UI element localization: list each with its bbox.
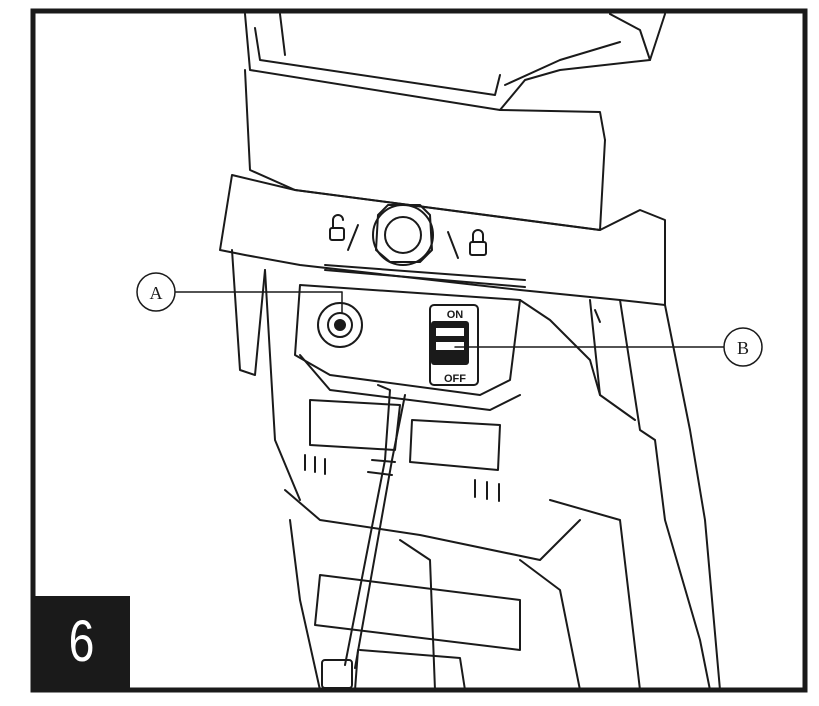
figure-border (30, 8, 808, 693)
socket-icon (317, 302, 363, 348)
power-switch (429, 304, 479, 386)
step-number: 6 (68, 609, 95, 674)
callout-b-label: B (737, 338, 749, 358)
callout-a-label: A (150, 283, 163, 303)
switch-panel (294, 284, 521, 396)
lance (344, 384, 391, 666)
callout-a-circle (136, 272, 176, 312)
callout-b-circle (723, 327, 763, 367)
unlock-icon (329, 214, 359, 251)
lock-icon (447, 229, 487, 259)
rotary-knob-icon (372, 204, 434, 266)
switch-on-label: ON (447, 309, 464, 321)
switch-off-label: OFF (444, 373, 466, 385)
control-panel (219, 174, 666, 306)
top-cover (244, 13, 666, 111)
step-badge: 6 (33, 596, 130, 688)
